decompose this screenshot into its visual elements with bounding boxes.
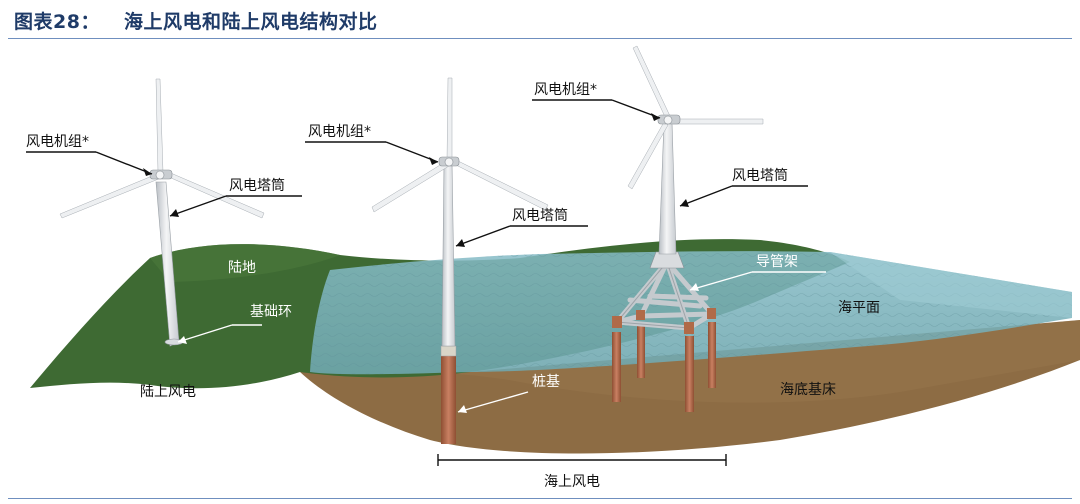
jacket-tower (658, 121, 677, 255)
jacket-blade-right (671, 118, 764, 125)
figure-title: 图表28： 海上风电和陆上风电结构对比 (14, 7, 377, 34)
label-sea-level: 海平面 (838, 300, 880, 316)
figure-caption: 海上风电和陆上风电结构对比 (123, 11, 378, 33)
offshore-bracket (437, 454, 727, 466)
label-base-ring: 基础环 (250, 303, 292, 320)
label-unit-1: 风电机组* (26, 134, 89, 150)
comparison-diagram: 风电机组* 风电塔筒 陆地 基础环 陆上风电 风电机组* 风电塔筒 桩基 风电机… (26, 45, 1080, 490)
label-jacket: 导管架 (756, 254, 798, 270)
transition-piece (440, 345, 457, 357)
label-unit-3: 风电机组* (534, 82, 597, 98)
label-onshore: 陆上风电 (140, 384, 196, 400)
monopile-blade-left (371, 161, 450, 213)
monopile (441, 352, 456, 444)
label-unit-2: 风电机组* (308, 124, 371, 140)
figure-header: 图表28： 海上风电和陆上风电结构对比 (0, 0, 1080, 40)
header-rule (8, 38, 1072, 39)
jacket-pile-1 (612, 332, 621, 402)
jacket-pile-3 (685, 336, 694, 412)
monopile-tower (441, 161, 456, 347)
footer-rule (8, 498, 1072, 499)
jacket-pile-2 (637, 326, 645, 378)
jacket-turbine (612, 45, 764, 412)
jacket-pile-4 (708, 322, 716, 388)
label-tower-3: 风电塔筒 (732, 167, 788, 184)
label-land: 陆地 (228, 260, 256, 276)
jacket-blade-up (632, 45, 671, 120)
label-tower-2: 风电塔筒 (512, 207, 568, 224)
onshore-blade-left (59, 173, 162, 219)
label-offshore: 海上风电 (544, 474, 600, 490)
monopile-blade-right (451, 159, 549, 211)
onshore-blade-up (155, 78, 164, 173)
label-tower-1: 风电塔筒 (229, 177, 285, 194)
monopile-turbine (371, 77, 549, 444)
label-seabed: 海底基床 (780, 381, 836, 398)
onshore-turbine (59, 78, 265, 347)
monopile-blade-up (446, 77, 453, 161)
figure-number: 图表28： (14, 11, 100, 33)
label-pile: 桩基 (532, 373, 560, 390)
